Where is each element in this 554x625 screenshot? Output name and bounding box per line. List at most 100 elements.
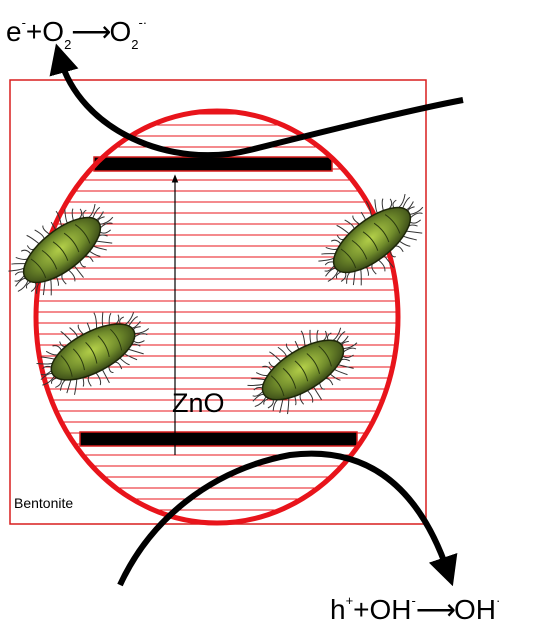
bacterium-hair: [324, 265, 335, 272]
bacterium-hair: [101, 312, 104, 327]
bacterium-hair: [42, 365, 52, 369]
curved-arrow-icon: [117, 450, 458, 587]
bacterium-hair: [251, 378, 266, 381]
bacterium-hair: [99, 222, 113, 229]
plus-sign: +: [353, 594, 370, 625]
electron-symbol: e: [6, 16, 22, 47]
superoxide-subscript: 2: [131, 37, 139, 52]
bacterium-stripe: [41, 249, 58, 270]
bacterium-hair: [56, 276, 59, 286]
bacterium-hair: [330, 239, 342, 245]
oxygen-subscript: 2: [64, 37, 72, 52]
bacterium-hair: [42, 375, 55, 386]
bacterium-hair: [383, 255, 394, 268]
bacterium-hair: [134, 333, 148, 338]
bacterium-hair: [93, 312, 98, 329]
reduction-reaction: e-+O2⟶O2-·: [6, 16, 147, 51]
bacterium-icon: [247, 327, 358, 415]
bacterium-icon: [318, 193, 424, 286]
bacterium-stripe: [294, 360, 309, 382]
bacterium-hair: [343, 347, 357, 353]
bacterium-hair: [26, 234, 40, 245]
bacterium-hair: [399, 240, 411, 247]
bacterium-hair: [325, 267, 336, 277]
bentonite-label: Bentonite: [14, 495, 74, 511]
bacterium-hair: [319, 382, 325, 390]
bacterium-stripe: [60, 355, 73, 377]
bacterium-hair: [79, 260, 86, 268]
bacterium-stripe: [351, 239, 368, 260]
bacterium-hair: [285, 343, 293, 354]
bacterium-hair: [42, 281, 46, 296]
oxidation-reaction: h++OH-⟶OH·: [330, 594, 500, 624]
bacterium-hair: [336, 331, 346, 342]
bacterium-hair: [14, 275, 25, 282]
bacterium-stripe: [306, 353, 321, 374]
bacterium-hair: [42, 225, 50, 235]
bacterium-hair: [316, 329, 319, 343]
bacterium-hair: [95, 372, 102, 386]
bacterium-hair: [40, 370, 52, 376]
bacterium-icon: [8, 203, 114, 296]
bacterium-hair: [336, 224, 350, 235]
bacterium-hair: [409, 212, 423, 219]
bacterium-hair: [66, 379, 72, 394]
bacterium-hair: [381, 198, 384, 211]
bacterium-hair: [60, 331, 72, 343]
bacterium-hair: [14, 271, 24, 276]
bacteria-group: [8, 193, 424, 415]
hydroxide-symbol: OH: [369, 594, 412, 625]
bacterium-hair: [40, 356, 55, 360]
bacterium-hair: [253, 387, 263, 391]
bacterium-hair: [82, 209, 87, 219]
bacterium-hair: [69, 327, 78, 338]
superoxide-charge: -·: [138, 15, 148, 30]
bacterium-hair: [128, 316, 138, 327]
bacterium-hair: [52, 345, 62, 351]
bacterium-hair: [352, 271, 356, 286]
bacterium-hair: [409, 219, 422, 224]
bacterium-hair: [77, 324, 84, 335]
bacterium-hair: [321, 253, 336, 255]
bacterium-hair: [269, 351, 282, 362]
bacterium-hair: [55, 210, 62, 227]
bacterium-hair: [82, 377, 85, 387]
bacterium-stripe: [373, 222, 390, 243]
bacterium-stripe: [30, 258, 47, 279]
bacterium-stripe: [340, 248, 357, 269]
bacterium-hair: [402, 196, 411, 209]
bacterium-hair: [406, 230, 423, 234]
bacterium-hair: [327, 270, 339, 282]
bacterium-hair: [96, 240, 113, 244]
conduction-band: [93, 156, 333, 172]
bacterium-hair: [89, 250, 101, 257]
bacterium-hair: [392, 199, 397, 209]
bacterium-hair: [8, 267, 25, 272]
bacterium-hair: [318, 257, 335, 262]
bacterium-hair: [99, 216, 114, 225]
superoxide-symbol: O: [109, 16, 132, 47]
bacterium-hair: [389, 250, 396, 258]
bacterium-hair: [378, 259, 386, 272]
bacterium-hair: [352, 215, 360, 225]
bacterium-hair: [365, 200, 372, 217]
bacterium-hair: [101, 369, 110, 384]
electron-charge: -: [21, 15, 26, 30]
bacterium-stripe: [384, 214, 401, 234]
bacterium-hair: [11, 263, 26, 265]
bacterium-hair: [279, 399, 284, 413]
hole-symbol: h: [330, 594, 346, 625]
bacterium-hair: [313, 386, 322, 400]
bacterium-hair: [262, 365, 272, 371]
plus-sign: +: [25, 16, 43, 47]
valence-band: [79, 431, 358, 447]
bacterium-hair: [309, 329, 312, 345]
zno-particle: [33, 108, 401, 526]
bacterium-stripe: [282, 367, 297, 389]
hydroxyl-radical-charge: ·: [496, 593, 501, 608]
bacterium-hair: [252, 391, 264, 397]
reaction-arrow: ⟶: [71, 16, 111, 47]
bacterium-hair: [324, 261, 334, 266]
bacterium-hair: [307, 390, 314, 403]
